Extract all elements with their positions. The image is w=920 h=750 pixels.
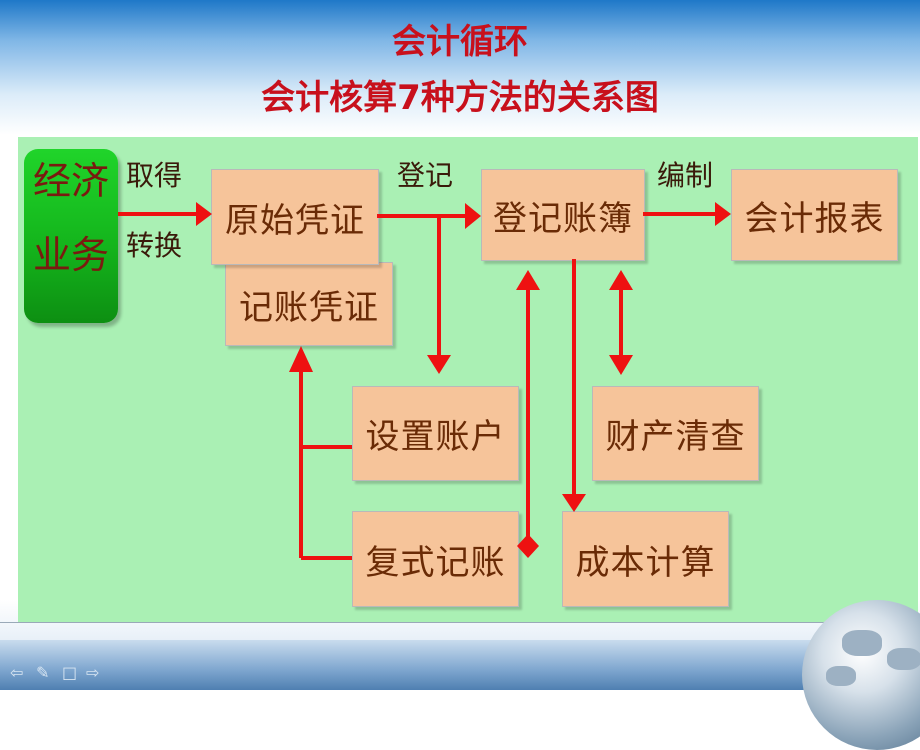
arrowhead-to-cost-calc bbox=[562, 494, 586, 512]
set-accounts-box: 设置账户 bbox=[352, 386, 519, 481]
pen-icon[interactable]: ✎ bbox=[36, 663, 50, 682]
footer-bar bbox=[0, 640, 920, 690]
set-accounts-label: 设置账户 bbox=[365, 417, 506, 457]
accounting-voucher-label: 记账凭证 bbox=[239, 287, 379, 328]
original-voucher-box: 原始凭证 bbox=[211, 169, 379, 265]
arrowhead-economic-to-original bbox=[196, 202, 212, 226]
economic-business-node bbox=[24, 149, 118, 323]
arrowhead-ledger-to-report bbox=[715, 202, 731, 226]
inventory-box: 财产清查 bbox=[592, 386, 759, 481]
arrow-left-icon[interactable]: ⇦ bbox=[10, 663, 24, 682]
arrow-set-accounts-to-voucher bbox=[299, 372, 352, 449]
inventory-label: 财产清查 bbox=[605, 417, 746, 457]
cost-calc-label: 成本计算 bbox=[575, 542, 716, 583]
arrowhead-up-to-ledger bbox=[516, 270, 540, 290]
square-icon[interactable]: □ bbox=[62, 663, 78, 682]
original-voucher-label: 原始凭证 bbox=[225, 200, 365, 241]
ledger-box: 登记账簿 bbox=[481, 169, 645, 261]
arrow-right-icon[interactable]: ⇨ bbox=[86, 663, 100, 682]
slide-title: 会计循环 bbox=[392, 22, 528, 62]
economic-business-label-2: 业务 bbox=[32, 233, 109, 277]
double-entry-box: 复式记账 bbox=[352, 511, 519, 607]
double-entry-label: 复式记账 bbox=[365, 542, 506, 583]
arrowhead-to-accounting-voucher bbox=[289, 346, 313, 372]
slide-subtitle: 会计核算7种方法的关系图 bbox=[261, 78, 659, 118]
convert-label: 转换 bbox=[126, 229, 183, 262]
compile-label: 编制 bbox=[657, 159, 714, 192]
arrowhead-inventory-up bbox=[609, 270, 633, 290]
report-box: 会计报表 bbox=[731, 169, 898, 261]
ledger-label: 登记账簿 bbox=[493, 198, 633, 239]
arrowhead-double-entry-to-ledger bbox=[517, 534, 539, 558]
register-label: 登记 bbox=[397, 159, 454, 192]
footer-divider bbox=[0, 622, 920, 623]
obtain-label: 取得 bbox=[126, 159, 183, 192]
economic-business-label-1: 经济 bbox=[32, 159, 109, 203]
accounting-voucher-box: 记账凭证 bbox=[225, 262, 393, 346]
report-label: 会计报表 bbox=[744, 198, 885, 239]
arrowhead-to-set-accounts bbox=[427, 355, 451, 374]
cost-calc-box: 成本计算 bbox=[562, 511, 729, 607]
arrowhead-inventory-down bbox=[609, 355, 633, 375]
arrowhead-original-to-ledger bbox=[465, 203, 481, 229]
flow-arrows bbox=[118, 202, 731, 560]
